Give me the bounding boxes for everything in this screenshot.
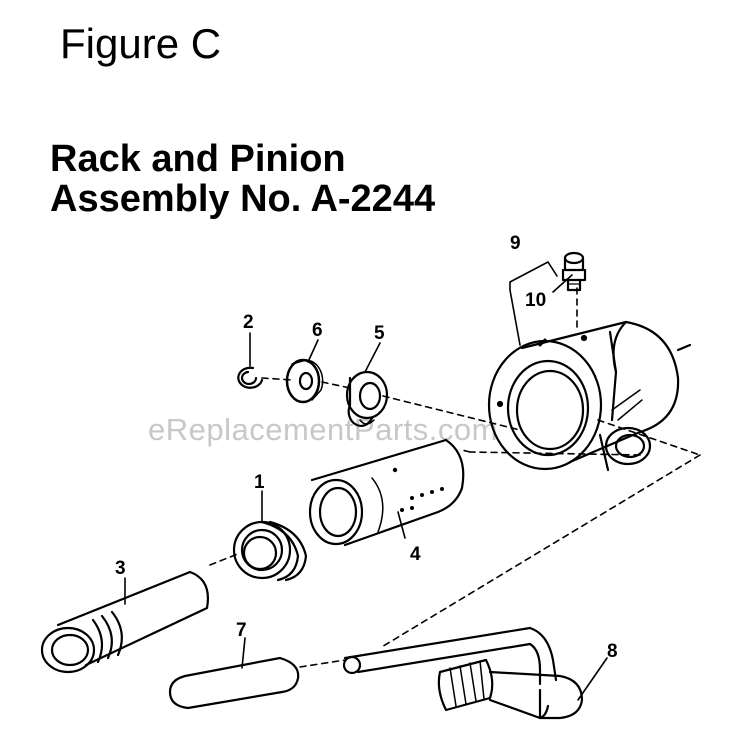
callout-8: 8 <box>607 641 618 662</box>
part-6-washer <box>285 358 324 404</box>
part-1-seal-ring <box>232 520 308 582</box>
part-10-grease-fitting <box>561 251 587 292</box>
title-line-2: Assembly No. A-2244 <box>50 177 436 220</box>
part-9-gear-housing <box>487 320 692 472</box>
figure-label: Figure C <box>60 20 222 67</box>
part-7-pin <box>168 656 300 710</box>
part-8-pinion-handle <box>342 626 584 720</box>
callout-numbers: 1 2 3 4 5 6 7 8 9 10 <box>115 233 618 662</box>
callout-7: 7 <box>236 620 247 641</box>
callout-9: 9 <box>510 233 521 254</box>
diagram-title: Rack and Pinion Assembly No. A-2244 <box>50 138 436 220</box>
assembly-dashed-lines <box>209 287 701 668</box>
callout-5: 5 <box>374 323 385 344</box>
part-3-plunger <box>40 570 209 674</box>
part-4-sleeve <box>308 438 465 547</box>
callout-10: 10 <box>525 290 546 311</box>
callout-4: 4 <box>410 544 421 565</box>
callout-2: 2 <box>243 312 254 333</box>
callout-6: 6 <box>312 320 323 341</box>
part-5-bushing <box>345 370 389 427</box>
leader-lines <box>124 261 608 701</box>
callout-1: 1 <box>254 472 265 493</box>
title-line-1: Rack and Pinion <box>50 138 346 180</box>
callout-3: 3 <box>115 558 126 579</box>
part-2-retaining-ring <box>237 366 264 389</box>
